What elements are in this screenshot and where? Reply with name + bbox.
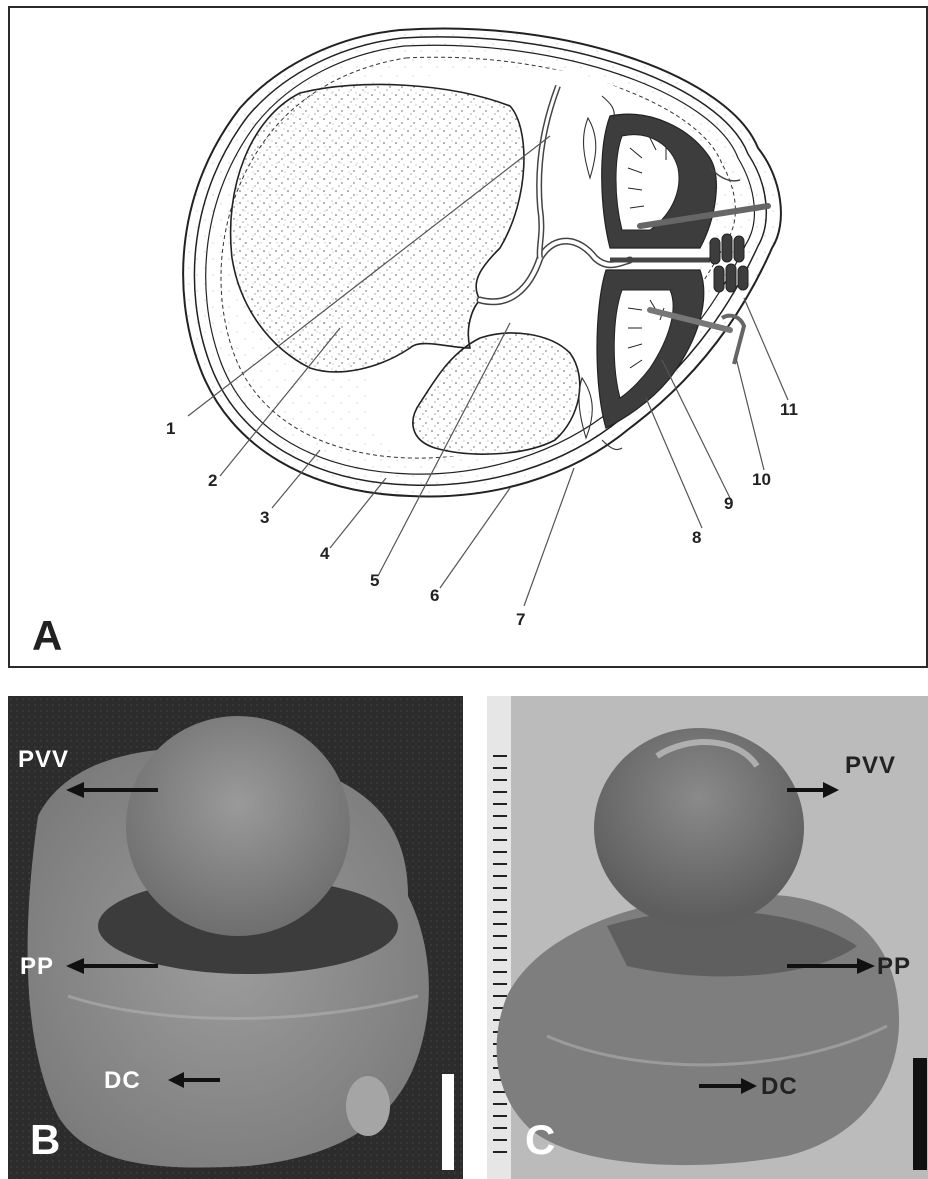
specimen-b-pvv-sphere [126, 716, 350, 936]
panel-c-photo: PVV PP DC C [487, 696, 928, 1179]
callout-3: 3 [260, 508, 269, 528]
panel-letter-c: C [525, 1116, 555, 1164]
label-c-dc: DC [761, 1073, 798, 1101]
callout-1: 1 [166, 419, 175, 439]
label-c-pvv: PVV [845, 752, 896, 780]
label-b-pvv: PVV [18, 746, 69, 774]
panel-letter-a: A [32, 612, 62, 660]
scale-bar-c [913, 1058, 927, 1170]
callout-6: 6 [430, 586, 439, 606]
callout-10: 10 [752, 470, 771, 490]
callout-7: 7 [516, 610, 525, 630]
callout-8: 8 [692, 528, 701, 548]
callout-5: 5 [370, 571, 379, 591]
callout-11: 11 [780, 400, 798, 420]
egg-cross-section-drawing [10, 8, 928, 668]
panel-letter-b: B [30, 1116, 60, 1164]
panel-b-photo: PVV PP DC B [8, 696, 463, 1179]
panel-a-schematic: 1 2 3 4 5 6 7 8 9 10 11 A [8, 6, 928, 668]
callout-9: 9 [724, 494, 733, 514]
callout-2: 2 [208, 471, 217, 491]
specimen-c-pvv-sphere [594, 728, 804, 928]
scale-bar-b [442, 1074, 454, 1170]
label-b-pp: PP [20, 953, 54, 981]
specimen-b-photo [8, 696, 463, 1179]
label-c-pp: PP [877, 953, 911, 981]
label-b-dc: DC [104, 1067, 141, 1095]
callout-4: 4 [320, 544, 329, 564]
